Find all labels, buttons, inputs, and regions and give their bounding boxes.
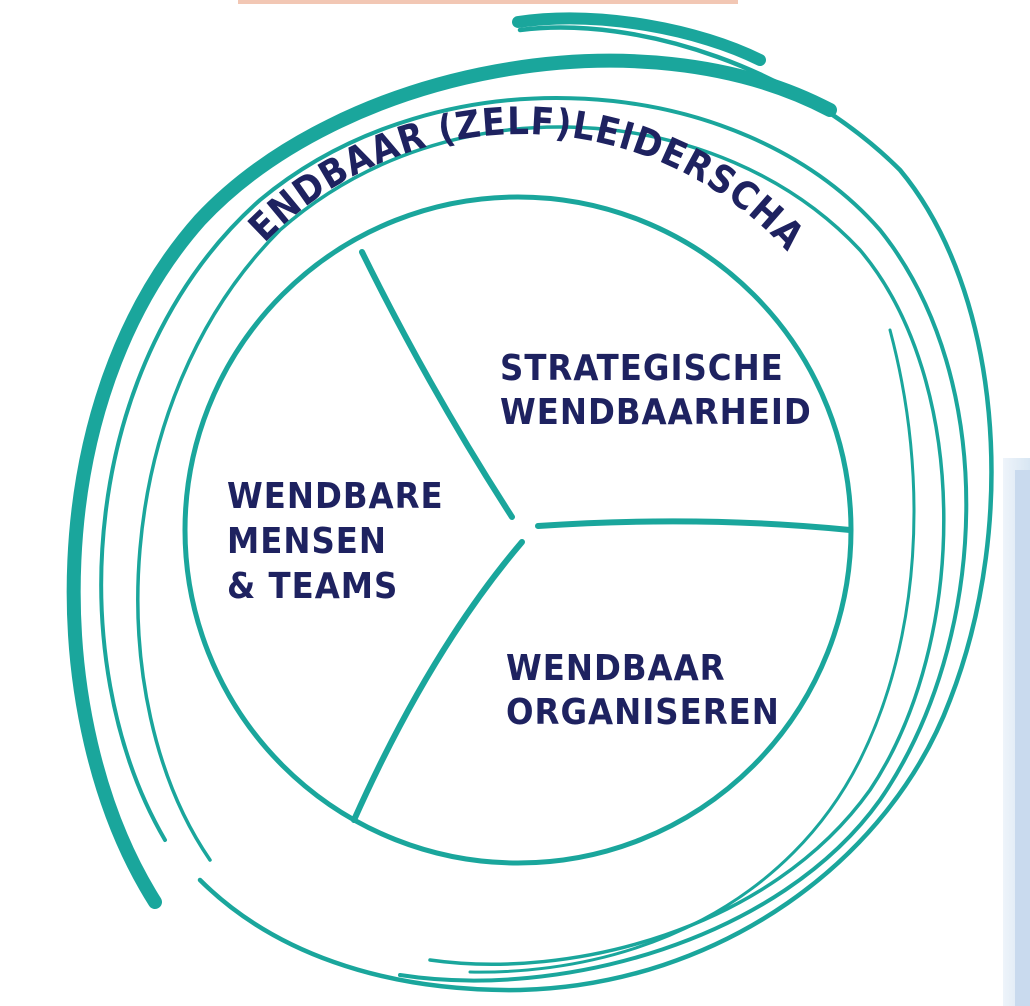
swirl-ring-2 bbox=[136, 125, 946, 966]
side-blue-edge bbox=[1015, 470, 1030, 1006]
swirl-tail-top bbox=[512, 12, 766, 66]
segment-strategic: STRATEGISCHE WENDBAARHEID bbox=[500, 348, 812, 433]
strategic-label-line1: STRATEGISCHE bbox=[500, 348, 784, 389]
segment-organising: WENDBAAR ORGANISEREN bbox=[506, 648, 780, 733]
swirl-ring-thick bbox=[66, 53, 837, 909]
divider-top bbox=[359, 249, 515, 520]
divider-bottom bbox=[351, 539, 525, 823]
segment-people: WENDBARE MENSEN & TEAMS bbox=[227, 476, 444, 607]
divider-right bbox=[535, 518, 853, 533]
organising-label-line2: ORGANISEREN bbox=[506, 692, 780, 733]
swirl-ring-3 bbox=[197, 25, 994, 993]
swirl-ring-4 bbox=[468, 328, 916, 974]
top-peach-strip bbox=[238, 0, 738, 4]
strategic-label-line2: WENDBAARHEID bbox=[500, 392, 812, 433]
outer-swirl-rings bbox=[66, 12, 994, 993]
organising-label-line1: WENDBAAR bbox=[506, 648, 726, 689]
people-label-line2: MENSEN bbox=[227, 521, 387, 562]
segment-dividers bbox=[351, 249, 853, 823]
people-label-line3: & TEAMS bbox=[227, 566, 398, 607]
swirl-ring-1 bbox=[99, 96, 969, 983]
people-label-line1: WENDBARE bbox=[227, 476, 444, 517]
